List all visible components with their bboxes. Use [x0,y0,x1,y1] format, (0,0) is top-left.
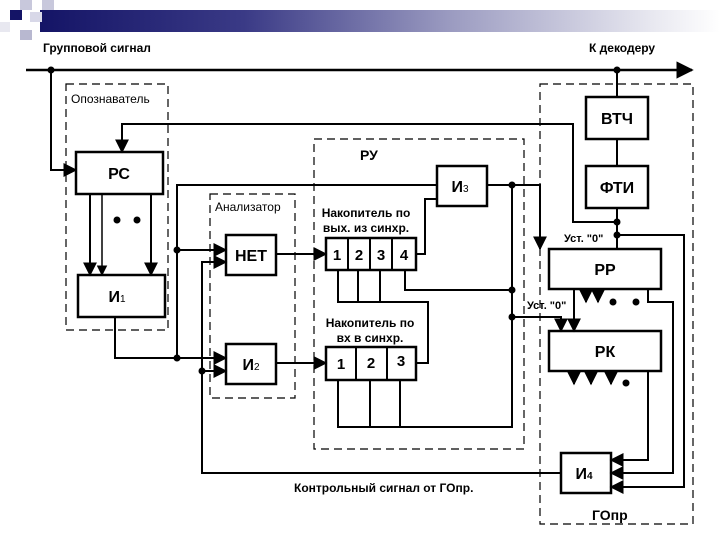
rr-block-label: РР [594,262,616,279]
ellipsis-dot [632,298,640,306]
wire-acc-out-cells [337,270,404,303]
rk-block-label: РК [595,344,616,361]
i4-block-label: И4 [575,466,593,483]
junction-fti-out-1 [613,218,621,226]
vtch-block-label: ВТЧ [601,111,633,128]
header-square-light-3 [30,12,42,22]
ellipsis-dot [622,379,630,387]
acc-out-cell-4: 4 [400,247,409,264]
acc-out-cell-2: 2 [355,247,363,264]
control-signal-label: Контрольный сигнал от ГОпр. [294,481,473,495]
header-square-dark [10,10,22,20]
group-signal-label: Групповой сигнал [43,41,151,55]
wire-acc-out-to-i3 [416,198,437,255]
i2-block [224,342,278,386]
header-gradient-bar [40,10,720,32]
rr-block [547,247,663,291]
rs-block [74,150,165,196]
recognizer-group-label: Опознаватель [71,92,150,106]
rs-block-label: РС [108,166,130,183]
i2-block-label: И2 [242,357,260,374]
analyzer-group-label: Анализатор [215,200,281,214]
rk-block [547,329,663,373]
analyzer-group-border [209,193,296,399]
wire-fti-feedback-to-rs [115,123,617,223]
i1-block-label: И1 [108,289,126,306]
wire-rk-reset [512,316,568,333]
gopr-group-border [539,83,694,525]
header-square-light-1 [20,0,32,10]
junction-acc-out [508,286,516,294]
i3-block-label: И3 [451,179,469,196]
header-square-light-5 [20,30,32,40]
to-decoder-label: К декодеру [589,41,655,55]
wire-control-signal [201,364,561,474]
gopr-group-label: ГОпр [592,507,628,523]
i1-block [76,273,167,319]
acc-out-cell-1: 1 [333,247,341,264]
fti-block-label: ФТИ [600,180,634,197]
wire-fti-to-i4-c [609,234,685,494]
acc-in-cell-3: 3 [397,353,405,370]
wire-acc-in-cells [337,185,513,428]
ellipsis-dot [133,216,141,224]
wire-acc-out-to-acc-in [404,301,429,364]
acc-out-title-1: Накопитель по [322,206,411,220]
recognizer-group-border [65,83,169,331]
acc-in-cell-1: 1 [337,356,345,373]
acc-in-cell-2: 2 [367,355,375,372]
rk-reset-label: Уст. "0" [527,300,566,312]
wire-bus-to-rs [50,70,78,177]
header-square-light-2 [42,0,54,10]
acc-in-title-2: вх в синхр. [337,331,404,345]
junction-i3-out [508,181,516,189]
accumulator-in-register [324,345,418,382]
net-block-label: НЕТ [235,248,267,265]
wire-rk-to-i4-a [609,371,649,467]
rr-reset-label: Уст. "0" [564,233,603,245]
header-square-light-4 [0,22,10,32]
wire-acc-out-cell4-to-bus [404,270,512,291]
fti-block [584,164,650,210]
acc-out-cell-3: 3 [377,247,385,264]
wire-i3-to-rr-reset [487,184,547,251]
ellipsis-dot [609,298,617,306]
acc-out-title-2: вых. из синхр. [323,221,409,235]
ru-group-border [313,138,525,450]
slide-header-decoration [0,0,720,50]
wire-rr-to-i4-b [609,289,674,480]
ru-group-label: РУ [360,147,378,163]
acc-in-title-1: Накопитель по [326,316,415,330]
wire-i1-to-i2 [114,317,228,365]
wire-i3-line [176,184,437,358]
ellipsis-dot [113,216,121,224]
wire-to-net-b [201,255,228,371]
